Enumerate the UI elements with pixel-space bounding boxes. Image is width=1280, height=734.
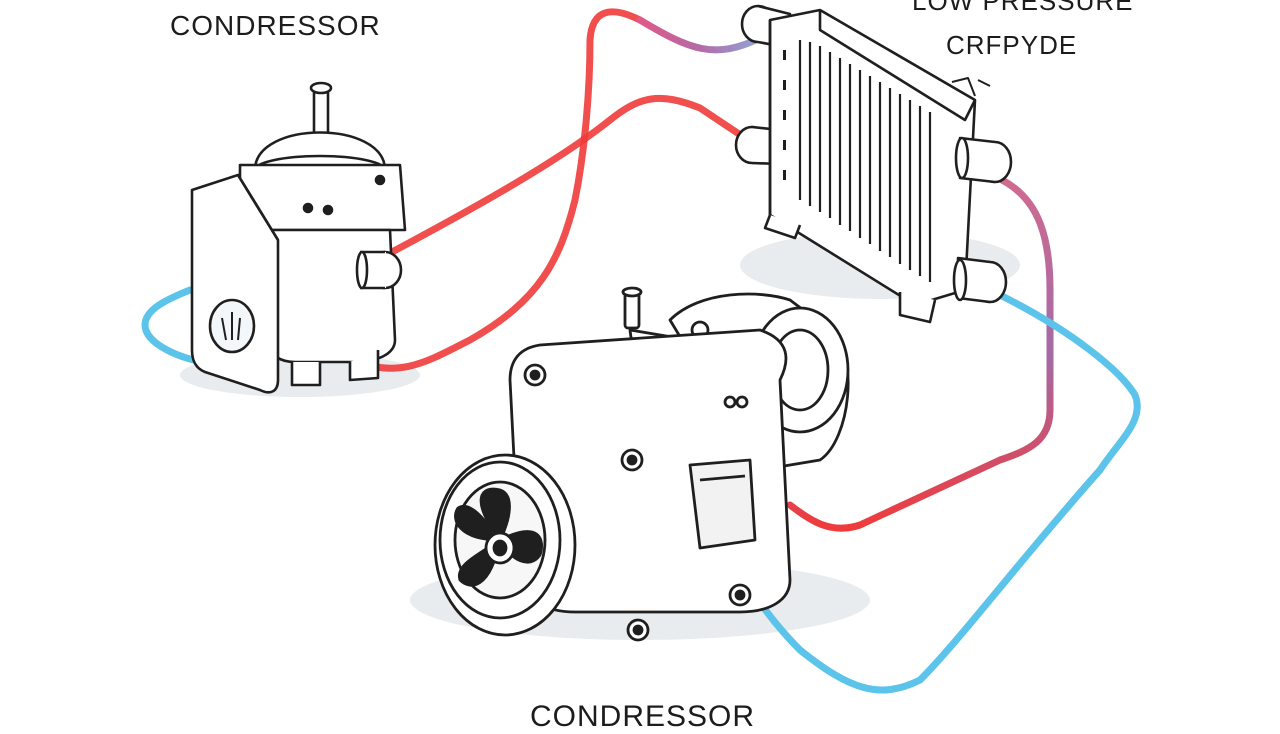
label-top-left: CONDRESSOR [170, 10, 381, 41]
condenser-rail-marks [783, 50, 786, 180]
accumulator-icon [190, 81, 407, 394]
label-top-right-line2: CRFPYDE [946, 30, 1078, 60]
condenser-icon [734, 4, 1013, 324]
pipe-top-transition [636, 16, 764, 54]
compressor-icon [433, 286, 850, 642]
pipe-right-return [786, 176, 1054, 532]
pipe-hot-upper [388, 94, 749, 256]
pipe-hot-lower [348, 8, 644, 372]
pipe-cold-right [731, 291, 1141, 694]
label-top-right-line1: LOW PRESSURE [912, 0, 1134, 16]
condenser-fins [798, 40, 932, 282]
